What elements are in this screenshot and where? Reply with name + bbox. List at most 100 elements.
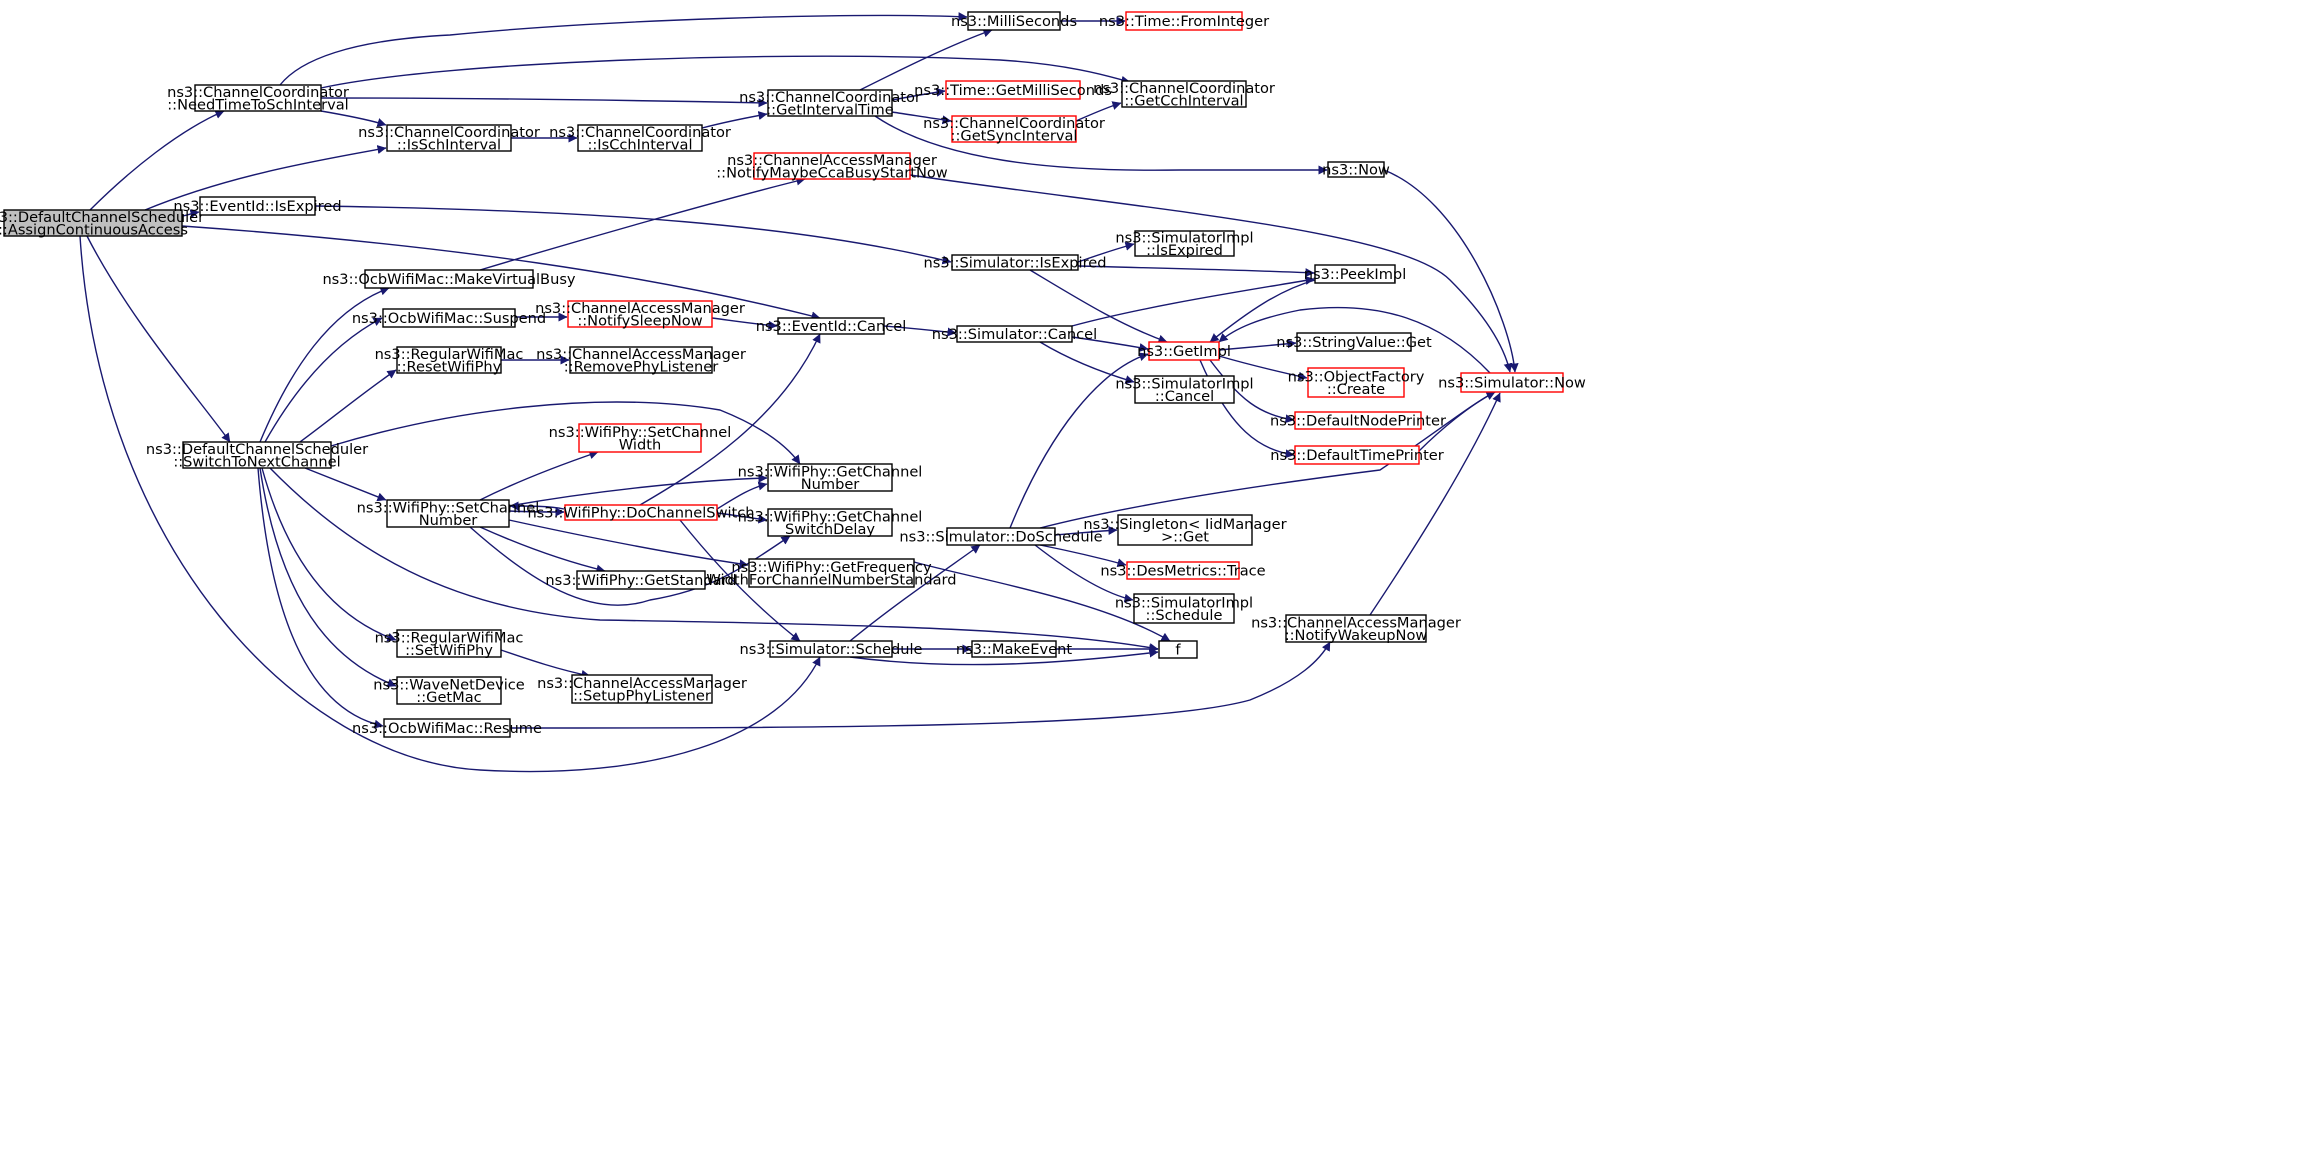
node-label: ns3::Simulator::DoSchedule <box>899 529 1102 546</box>
node-label: ns3::RegularWifiMac <box>375 629 524 646</box>
node-box <box>182 441 332 469</box>
node-desMetricsTrace[interactable]: ns3::DesMetrics::Trace <box>1100 561 1266 580</box>
node-stringValueGet[interactable]: ns3::StringValue::Get <box>1276 332 1432 352</box>
node-label: ns3::ChannelAccessManager <box>1251 614 1461 631</box>
node-resetWifiPhy[interactable]: ns3::RegularWifiMac::ResetWifiPhy <box>375 346 524 376</box>
node-label: ::NotifyMaybeCcaBusyStartNow <box>716 164 948 181</box>
edge-notifyMaybeCca-to-simNow <box>909 174 1513 373</box>
edge-simCancel-to-simImplCancel <box>1039 341 1135 384</box>
node-label: SwitchDelay <box>785 521 875 538</box>
node-getSyncInterval[interactable]: ns3::ChannelCoordinator::GetSyncInterval <box>923 115 1105 145</box>
node-simIsExpired[interactable]: ns3::Simulator::IsExpired <box>924 254 1107 272</box>
edge-simCancel-to-peekImpl <box>1071 276 1315 327</box>
node-makeEvent[interactable]: ns3::MakeEvent <box>956 640 1073 658</box>
node-label: ns3::WifiPhy::SetChannel <box>549 424 732 441</box>
node-objFactoryCreate[interactable]: ns3::ObjectFactory::Create <box>1288 367 1425 398</box>
edge-doChannelSwitch-to-getChannelSwitchDelay <box>716 512 768 524</box>
node-label: ns3::DefaultTimePrinter <box>1270 447 1444 464</box>
node-label: f <box>1175 642 1181 659</box>
node-notifySleepNow[interactable]: ns3::ChannelAccessManager::NotifySleepNo… <box>535 300 745 330</box>
edge-setChannelNumber-to-getChannelNumber <box>508 473 768 507</box>
edge-root-to-simSchedule <box>79 235 821 773</box>
node-getFreqWidth[interactable]: ns3::WifiPhy::GetFrequencyWidthForChanne… <box>706 558 957 589</box>
edge-switchToNext-to-suspend <box>264 317 383 443</box>
edge-simNow-to-getImpl <box>1218 306 1491 374</box>
edge-eventIdIsExpired-to-simIsExpired <box>314 205 952 265</box>
node-box <box>383 718 511 738</box>
node-label: ns3::EventId::Cancel <box>756 318 907 335</box>
node-label: ns3::Singleton< IidManager <box>1083 516 1286 533</box>
node-box <box>1134 375 1235 404</box>
node-milliSeconds[interactable]: ns3::MilliSeconds <box>951 11 1077 31</box>
node-simImplIsExpired[interactable]: ns3::SimulatorImpl::IsExpired <box>1115 229 1253 259</box>
edge-needTime-to-isSchInterval <box>320 110 387 127</box>
node-needTime[interactable]: ns3::ChannelCoordinator::NeedTimeToSchIn… <box>167 84 349 114</box>
node-switchToNext[interactable]: ns3::DefaultChannelScheduler::SwitchToNe… <box>146 441 368 471</box>
node-eventIdIsExpired[interactable]: ns3::EventId::IsExpired <box>173 196 342 216</box>
node-getImpl[interactable]: ns3::GetImpl <box>1137 341 1231 361</box>
node-isCchInterval[interactable]: ns3::ChannelCoordinator::IsCchInterval <box>549 124 731 154</box>
node-removePhyListener[interactable]: ns3::ChannelAccessManager::RemovePhyList… <box>536 346 746 376</box>
node-box <box>577 124 703 152</box>
node-label: ns3::DefaultChannelScheduler <box>0 209 204 226</box>
node-box <box>945 80 1081 100</box>
node-notifyMaybeCca[interactable]: ns3::ChannelAccessManager::NotifyMaybeCc… <box>716 152 948 182</box>
node-label: ns3::SimulatorImpl <box>1115 594 1253 611</box>
node-label: ::NotifyWakeupNow <box>1285 627 1428 644</box>
node-now[interactable]: ns3::Now <box>1322 161 1390 179</box>
node-label: ns3::ChannelAccessManager <box>537 675 747 692</box>
node-isSchInterval[interactable]: ns3::ChannelCoordinator::IsSchInterval <box>358 124 540 154</box>
node-label: ::NeedTimeToSchInterval <box>167 96 348 113</box>
node-getStandard[interactable]: ns3::WifiPhy::GetStandard <box>545 570 737 590</box>
node-box <box>1307 367 1405 398</box>
node-label: ::SwitchToNextChannel <box>173 453 340 470</box>
node-defaultTimePrinter[interactable]: ns3::DefaultTimePrinter <box>1270 445 1444 465</box>
node-box <box>386 124 512 152</box>
node-timeGetMilli[interactable]: ns3::Time::GetMilliSeconds <box>914 80 1112 100</box>
node-simImplCancel[interactable]: ns3::SimulatorImpl::Cancel <box>1115 375 1253 405</box>
node-suspend[interactable]: ns3::OcbWifiMac::Suspend <box>352 308 546 328</box>
node-getCchInterval[interactable]: ns3::ChannelCoordinator::GetCchInterval <box>1093 80 1275 110</box>
node-root[interactable]: ns3::DefaultChannelScheduler::AssignCont… <box>0 209 204 239</box>
node-notifyWakeupNow[interactable]: ns3::ChannelAccessManager::NotifyWakeupN… <box>1251 614 1461 644</box>
node-f[interactable]: f <box>1158 640 1198 659</box>
node-label: Width <box>619 436 661 453</box>
node-setupPhyListener[interactable]: ns3::ChannelAccessManager::SetupPhyListe… <box>537 674 747 705</box>
node-peekImpl[interactable]: ns3::PeekImpl <box>1304 264 1407 284</box>
node-getIntervalTime[interactable]: ns3::ChannelCoordinator::GetIntervalTime <box>739 89 921 119</box>
node-simNow[interactable]: ns3::Simulator::Now <box>1438 372 1586 393</box>
node-simImplSchedule[interactable]: ns3::SimulatorImpl::Schedule <box>1115 593 1253 624</box>
edge-simIsExpired-to-getImpl <box>1029 269 1168 344</box>
node-label: ns3::MilliSeconds <box>951 13 1077 30</box>
edge-needTime-to-getCchInterval <box>320 55 1131 89</box>
node-setWifiPhy[interactable]: ns3::RegularWifiMac::SetWifiPhy <box>375 629 524 659</box>
node-box <box>1148 341 1220 361</box>
node-label: ::ResetWifiPhy <box>397 358 502 375</box>
node-defaultNodePrinter[interactable]: ns3::DefaultNodePrinter <box>1270 411 1446 430</box>
node-simSchedule[interactable]: ns3::Simulator::Schedule <box>739 640 923 658</box>
node-label: ::GetSyncInterval <box>951 127 1078 144</box>
node-resume[interactable]: ns3::OcbWifiMac::Resume <box>352 718 542 738</box>
node-label: Number <box>419 512 478 529</box>
node-box <box>3 209 183 237</box>
node-simCancel[interactable]: ns3::Simulator::Cancel <box>932 325 1097 343</box>
node-eventIdCancel[interactable]: ns3::EventId::Cancel <box>756 317 907 335</box>
node-box <box>767 463 893 492</box>
node-timeFromInteger[interactable]: ns3::Time::FromInteger <box>1099 11 1269 31</box>
node-doChannelSwitch[interactable]: ns3::WifiPhy::DoChannelSwitch <box>527 504 755 522</box>
edge-getIntervalTime-to-now <box>874 115 1328 175</box>
node-simDoSchedule[interactable]: ns3::Simulator::DoSchedule <box>899 527 1103 546</box>
edge-root-to-switchToNext <box>86 235 231 443</box>
node-box <box>564 504 718 521</box>
node-box <box>199 196 316 216</box>
node-singletonGet[interactable]: ns3::Singleton< IidManager>::Get <box>1083 514 1287 546</box>
node-box <box>1134 230 1235 257</box>
node-makeVirtualBusy[interactable]: ns3::OcbWifiMac::MakeVirtualBusy <box>322 269 576 289</box>
node-waveGetMac[interactable]: ns3::WaveNetDevice::GetMac <box>373 676 525 706</box>
node-label: ::IsSchInterval <box>397 136 501 153</box>
node-box <box>1294 445 1420 465</box>
